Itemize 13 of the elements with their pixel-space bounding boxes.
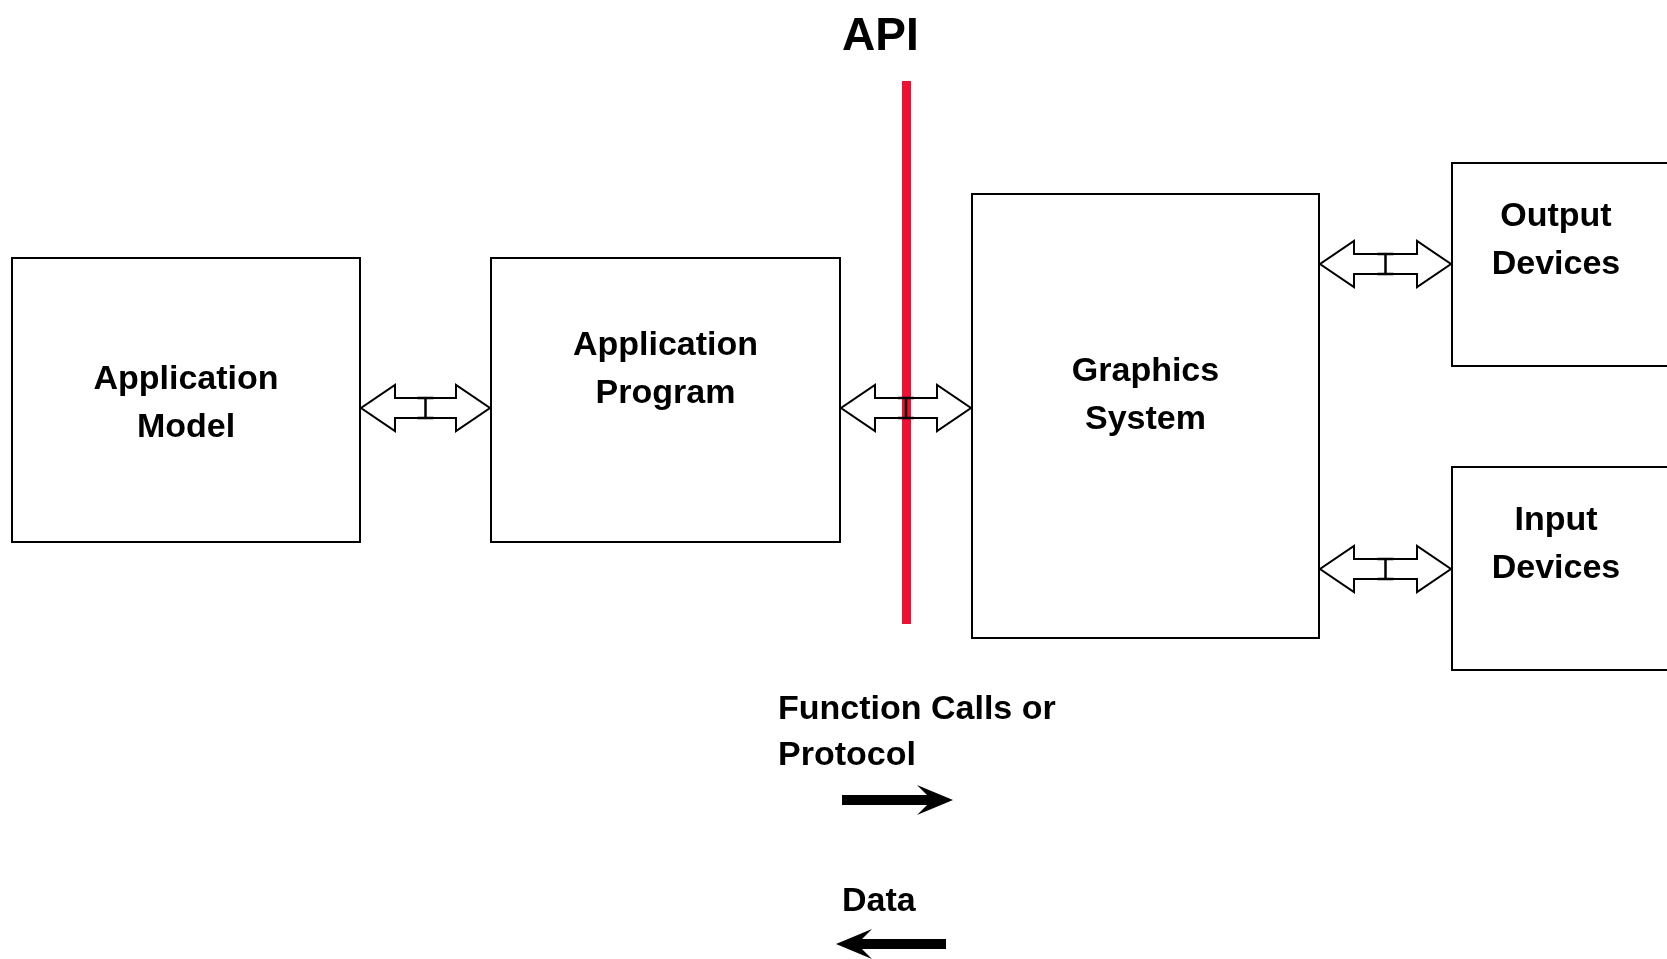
- box-label: Application Model: [92, 357, 280, 446]
- box-label: Input Devices: [1490, 498, 1622, 587]
- process-box: [490, 257, 841, 543]
- api-label: API: [842, 8, 919, 60]
- box-label: Application Program: [571, 323, 760, 412]
- process-box: [1451, 466, 1667, 671]
- legend-text: Data: [842, 879, 917, 920]
- box-label: Output Devices: [1490, 194, 1622, 283]
- process-box: [11, 257, 361, 543]
- process-box: [971, 193, 1320, 639]
- box-label: Graphics System: [1070, 349, 1221, 438]
- process-box: [1451, 162, 1667, 367]
- legend-text: Function Calls or Protocol: [778, 687, 1057, 774]
